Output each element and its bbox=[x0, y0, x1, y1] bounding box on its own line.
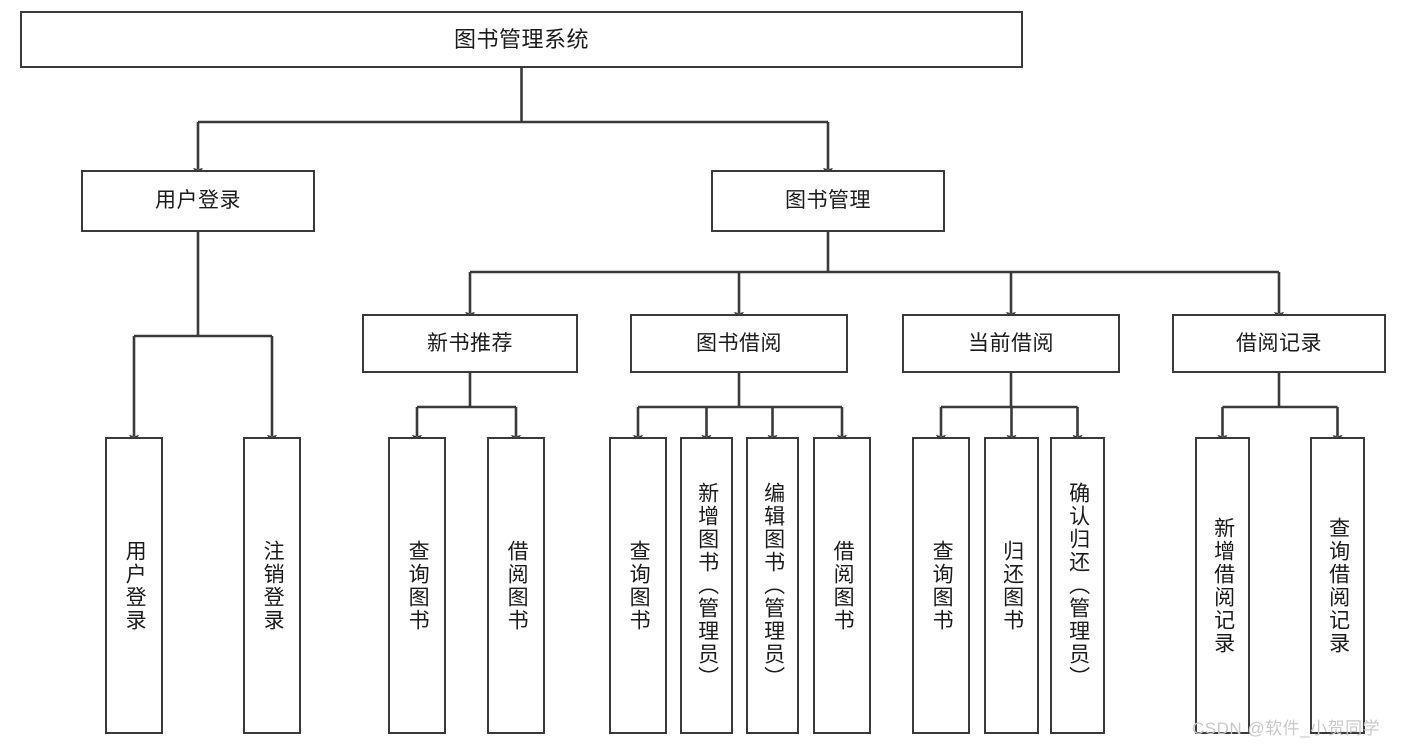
node-label-leaf-query-book-3: 查询图书 bbox=[930, 539, 954, 632]
node-leaf-query-record[interactable]: 查询借阅记录 bbox=[1310, 437, 1365, 734]
node-leaf-add-record[interactable]: 新增借阅记录 bbox=[1195, 437, 1250, 734]
node-leaf-query-book-2[interactable]: 查询图书 bbox=[609, 437, 667, 734]
node-current-borrow[interactable]: 当前借阅 bbox=[902, 314, 1120, 373]
node-label-leaf-user-login: 用户登录 bbox=[123, 539, 147, 632]
node-label-root: 图书管理系统 bbox=[453, 26, 589, 52]
node-label-leaf-logout: 注销登录 bbox=[261, 539, 285, 632]
node-leaf-query-book-1[interactable]: 查询图书 bbox=[388, 437, 446, 734]
node-leaf-edit-book[interactable]: 编辑图书（管理员） bbox=[746, 437, 799, 734]
node-label-book-borrow: 图书借阅 bbox=[696, 331, 782, 355]
node-leaf-borrow-book-1[interactable]: 借阅图书 bbox=[487, 437, 545, 734]
node-book-manage[interactable]: 图书管理 bbox=[711, 170, 945, 232]
node-label-leaf-query-record: 查询借阅记录 bbox=[1326, 516, 1350, 655]
node-borrow-record[interactable]: 借阅记录 bbox=[1172, 314, 1386, 373]
node-label-leaf-add-book: 新增图书（管理员） bbox=[695, 482, 719, 689]
node-leaf-user-login[interactable]: 用户登录 bbox=[105, 437, 163, 734]
node-leaf-logout[interactable]: 注销登录 bbox=[243, 437, 301, 734]
watermark-csdn: CSDN @软件_小贺同学 bbox=[1192, 719, 1381, 738]
node-label-new-book-rec: 新书推荐 bbox=[427, 331, 513, 355]
node-label-leaf-return-book: 归还图书 bbox=[1000, 539, 1024, 632]
node-label-leaf-add-record: 新增借阅记录 bbox=[1211, 516, 1235, 655]
node-label-leaf-borrow-book-1: 借阅图书 bbox=[505, 539, 529, 632]
node-label-leaf-query-book-1: 查询图书 bbox=[406, 539, 430, 632]
node-label-borrow-record: 借阅记录 bbox=[1236, 331, 1322, 355]
node-leaf-add-book[interactable]: 新增图书（管理员） bbox=[680, 437, 733, 734]
node-leaf-borrow-book-2[interactable]: 借阅图书 bbox=[813, 437, 871, 734]
node-label-leaf-query-book-2: 查询图书 bbox=[627, 539, 651, 632]
node-label-leaf-borrow-book-2: 借阅图书 bbox=[831, 539, 855, 632]
node-leaf-return-book[interactable]: 归还图书 bbox=[984, 437, 1039, 734]
node-book-borrow[interactable]: 图书借阅 bbox=[630, 314, 848, 373]
node-label-current-borrow: 当前借阅 bbox=[968, 331, 1054, 355]
node-label-user-login: 用户登录 bbox=[155, 189, 241, 213]
node-label-book-manage: 图书管理 bbox=[785, 189, 871, 213]
node-root[interactable]: 图书管理系统 bbox=[20, 11, 1023, 68]
node-user-login[interactable]: 用户登录 bbox=[81, 170, 315, 232]
node-new-book-rec[interactable]: 新书推荐 bbox=[362, 314, 578, 373]
node-label-leaf-confirm-return: 确认归还（管理员） bbox=[1066, 482, 1090, 689]
node-label-leaf-edit-book: 编辑图书（管理员） bbox=[761, 482, 785, 689]
node-leaf-query-book-3[interactable]: 查询图书 bbox=[912, 437, 970, 734]
node-leaf-confirm-return[interactable]: 确认归还（管理员） bbox=[1050, 437, 1105, 734]
